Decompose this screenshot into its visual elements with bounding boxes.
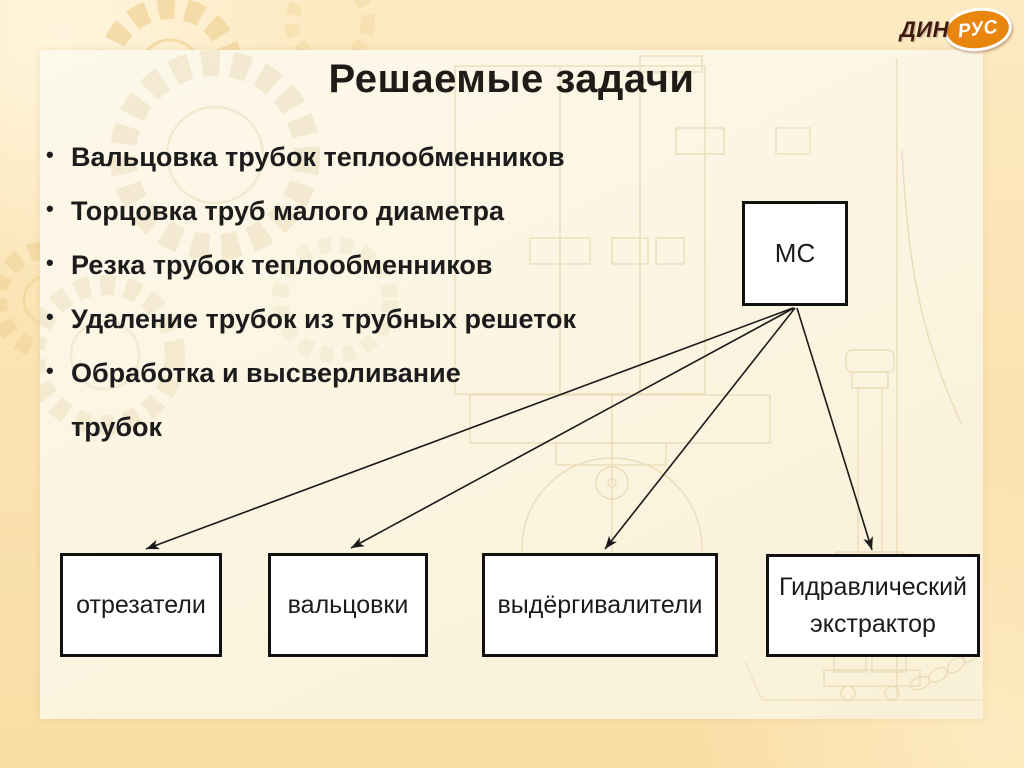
bullet-list: Вальцовка трубок теплообменников Торцовк… [40,128,700,454]
logo-text-rus: РУС [956,16,1000,42]
diagram-node-ms: МС [742,201,848,306]
bullet-item-4: Удаление трубок из трубных решеток [40,290,700,346]
diagram-node-hydraulic-extractor: Гидравлический экстрактор [766,554,980,657]
bullet-item-1: Вальцовка трубок теплообменников [40,128,700,184]
diagram-node-otrezateli: отрезатели [60,553,222,657]
diagram-node-vydergivaliteli: выдёргивалители [482,553,718,657]
bullet-item-2: Торцовка труб малого диаметра [40,182,700,238]
logo-ellipse-badge: РУС [941,4,1015,55]
logo-text-din: ДИН [899,16,949,42]
bullet-item-3: Резка трубок теплообменников [40,236,700,292]
logo: ДИН РУС [899,4,1015,55]
diagram-node-valtsovki: вальцовки [268,553,428,657]
slide-title: Решаемые задачи [328,57,695,101]
bullet-item-5: Обработка и высверливание трубок [40,344,700,454]
